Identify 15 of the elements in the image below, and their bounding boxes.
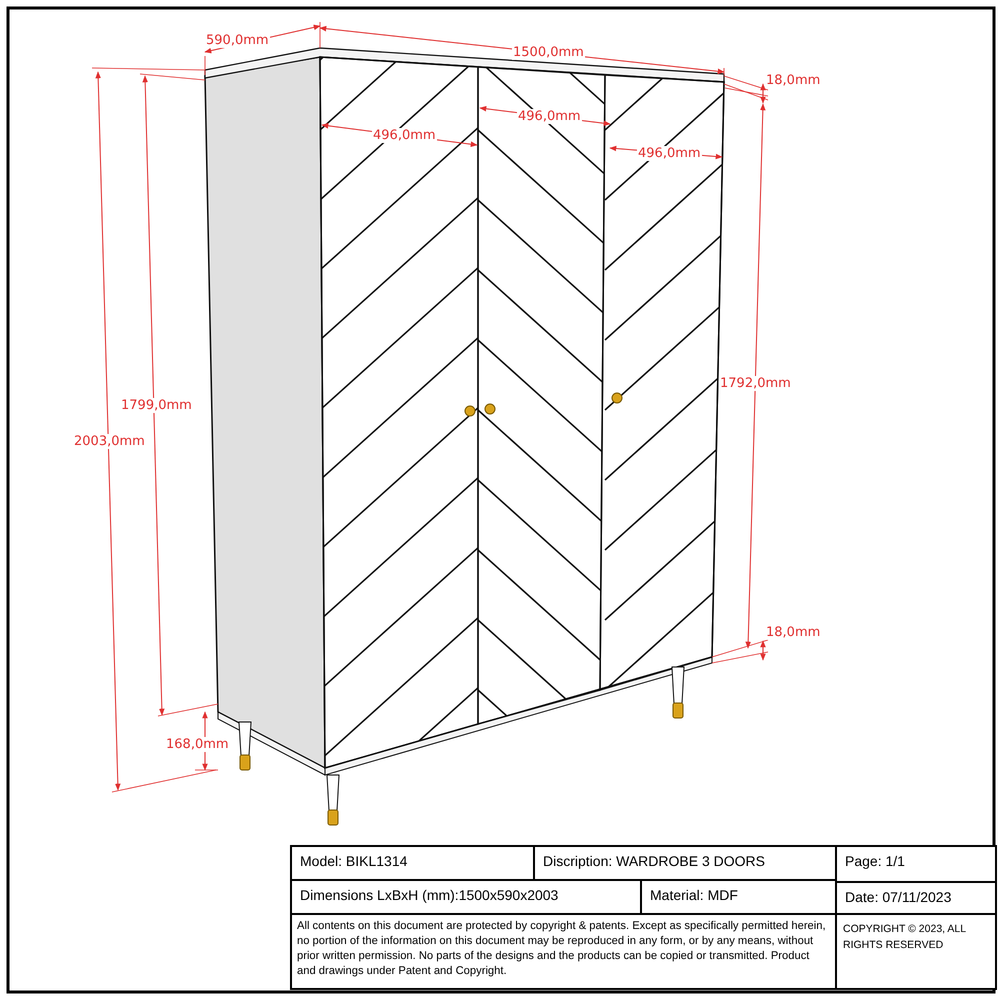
dimension-label: 1792,0mm [719,376,792,391]
model-cell: Model: BIKL1314 [290,845,535,881]
dimension-label: 1799,0mm [120,398,193,413]
page-cell: Page: 1/1 [835,845,997,883]
dimension-label: 168,0mm [165,737,230,752]
dimension-label: 18,0mm [765,625,822,640]
dimension-label: 496,0mm [517,109,582,124]
copyright-notice: All contents on this document are protected by copyright & patents. Except as specifically permitted herein, no portion of the information on this document may be reproduced in any form, or by any means, without prior written permission. No parts of the designs and the products can be copied or transmitted. Product and drawings under Patent and Copyright. [290,913,837,990]
dimension-label: 496,0mm [637,146,702,161]
copyright-cell: COPYRIGHT © 2023, ALL RIGHTS RESERVED [835,913,997,990]
dimension-label: 590,0mm [205,33,270,48]
dimension-label: 496,0mm [372,128,437,143]
dimension-label: 18,0mm [765,73,822,88]
dimension-label: 2003,0mm [73,434,146,449]
dimension-label: 1500,0mm [512,45,585,60]
